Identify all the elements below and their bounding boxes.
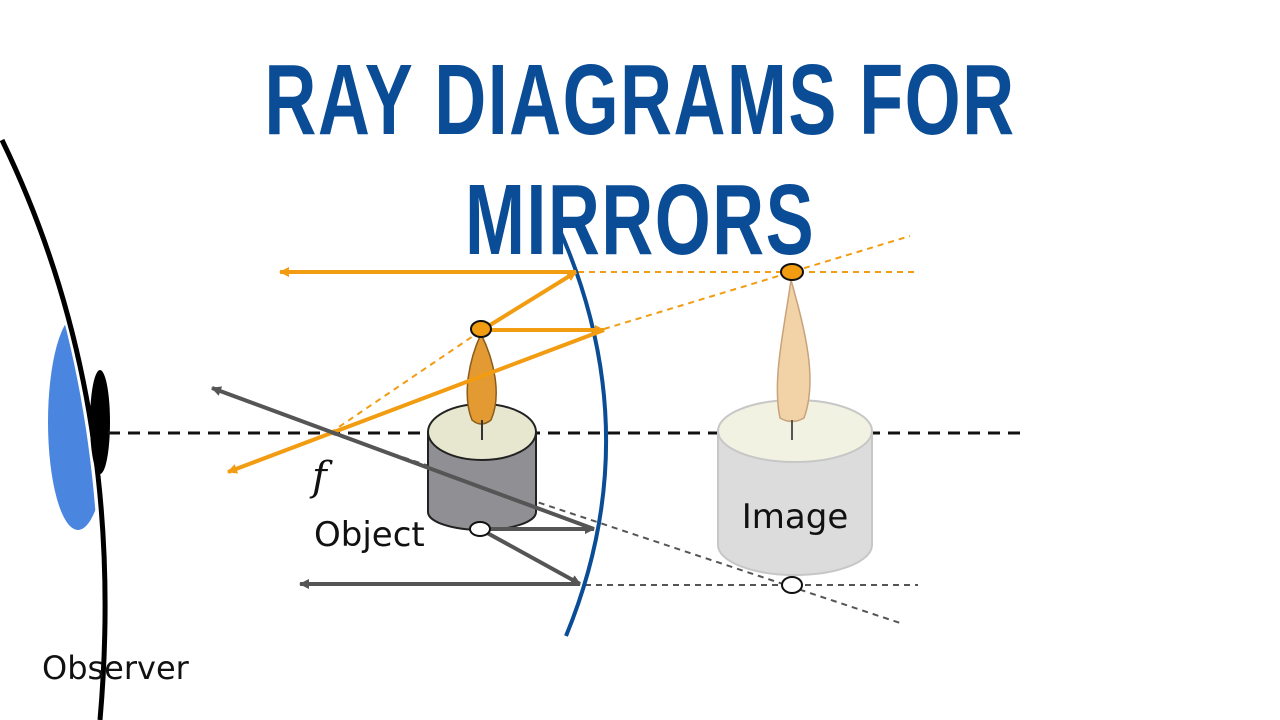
object-bottom-point — [469, 521, 491, 537]
orange-dashed-diagonal — [603, 235, 911, 330]
concave-mirror — [556, 225, 609, 637]
image-flame — [776, 279, 811, 423]
orange-rays — [227, 267, 605, 474]
image-candle: Image — [717, 279, 873, 576]
eye-outline — [0, 138, 108, 720]
observer-eye — [0, 138, 110, 720]
image-top-point — [780, 263, 804, 281]
gray-rays — [211, 386, 595, 589]
gray-ray-reflected-through-focus — [211, 386, 595, 531]
image-label: Image — [742, 497, 848, 537]
object-candle — [427, 332, 537, 531]
gray-ray-focal-incident — [479, 527, 581, 586]
observer-label: Observer — [42, 649, 190, 687]
object-label: Object — [314, 515, 425, 555]
orange-dashed-focal — [329, 329, 483, 434]
focal-point-label: f — [309, 454, 333, 500]
slide-title: RAY DIAGRAMS FOR MIRRORS — [264, 44, 1016, 276]
orange-ray-reflected-through-focus — [227, 328, 605, 474]
image-bottom-point — [781, 576, 803, 594]
object-top-point — [470, 320, 492, 338]
orange-ray-focal-incident — [480, 270, 578, 332]
